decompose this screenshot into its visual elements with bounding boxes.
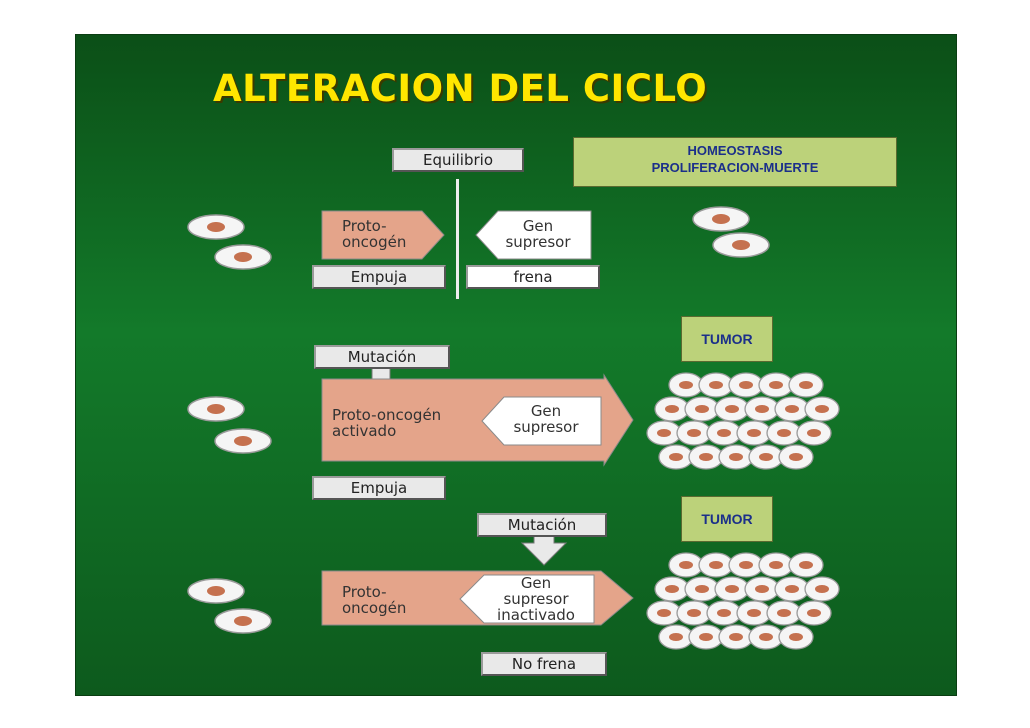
row2-gen-arrow bbox=[481, 396, 602, 446]
tumor-tag-1: TUMOR bbox=[681, 316, 773, 362]
tumor-cell bbox=[688, 624, 724, 650]
tumor-cell bbox=[714, 396, 750, 422]
tumor-cell bbox=[688, 444, 724, 470]
homeostasis-tag: HOMEOSTASIS PROLIFERACION-MUERTE bbox=[573, 137, 897, 187]
tumor-cell bbox=[646, 420, 682, 446]
tumor-cell bbox=[788, 552, 824, 578]
tumor-cell bbox=[758, 552, 794, 578]
row1-empuja-label: Empuja bbox=[312, 265, 446, 289]
row3-no-frena-label: No frena bbox=[481, 652, 607, 676]
page-title: ALTERACION DEL CICLO bbox=[213, 67, 708, 110]
tumor-cell bbox=[796, 600, 832, 626]
row1-normal-cells bbox=[187, 214, 272, 270]
tumor-cell bbox=[788, 372, 824, 398]
row2-normal-cells bbox=[187, 396, 272, 454]
tumor-tag-2: TUMOR bbox=[681, 496, 773, 542]
row2-mutacion-label: Mutación bbox=[314, 345, 450, 369]
homeostasis-line-1: HOMEOSTASIS bbox=[687, 143, 783, 158]
tumor-cell bbox=[744, 576, 780, 602]
tumor-cell bbox=[658, 444, 694, 470]
tumor-cell bbox=[778, 444, 814, 470]
tumor-cell bbox=[744, 396, 780, 422]
tumor-cell bbox=[804, 396, 840, 422]
tumor-cell bbox=[748, 624, 784, 650]
tumor-cell bbox=[706, 600, 742, 626]
tumor-cell bbox=[658, 624, 694, 650]
tumor-label-1: TUMOR bbox=[701, 331, 753, 347]
tumor-cell bbox=[698, 372, 734, 398]
row3-normal-cells bbox=[187, 578, 272, 634]
tumor-cell bbox=[654, 396, 690, 422]
tumor-cell bbox=[668, 372, 704, 398]
row2-empuja-label: Empuja bbox=[312, 476, 446, 500]
tumor-cell bbox=[728, 552, 764, 578]
tumor-cell bbox=[714, 576, 750, 602]
tumor-cell-cluster-1 bbox=[646, 372, 840, 470]
homeostasis-line-2: PROLIFERACION-MUERTE bbox=[651, 160, 819, 175]
tumor-cell bbox=[706, 420, 742, 446]
tumor-cell bbox=[676, 420, 712, 446]
tumor-cell bbox=[736, 600, 772, 626]
tumor-cell bbox=[684, 396, 720, 422]
row3-mutacion-label: Mutación bbox=[477, 513, 607, 537]
tumor-label-2: TUMOR bbox=[701, 511, 753, 527]
tumor-cell-cluster-2 bbox=[646, 552, 840, 650]
tumor-cell bbox=[654, 576, 690, 602]
slide: ALTERACION DEL CICLO HOMEOSTASIS PROLIFE… bbox=[75, 34, 957, 696]
tumor-cell bbox=[778, 624, 814, 650]
tumor-cell bbox=[736, 420, 772, 446]
tumor-cell bbox=[804, 576, 840, 602]
row1-frena-label: frena bbox=[466, 265, 600, 289]
tumor-cell bbox=[758, 372, 794, 398]
diagram-graphics bbox=[187, 179, 840, 650]
row1-homeostasis-cells bbox=[692, 206, 770, 258]
tumor-cell bbox=[796, 420, 832, 446]
tumor-cell bbox=[774, 576, 810, 602]
row1-gen-arrow bbox=[475, 210, 592, 260]
row3-proto-text: Proto-oncogén bbox=[342, 583, 407, 617]
tumor-cell bbox=[766, 600, 802, 626]
equilibrio-label: Equilibrio bbox=[392, 148, 524, 172]
tumor-cell bbox=[774, 396, 810, 422]
tumor-cell bbox=[728, 372, 764, 398]
row3-gen-arrow bbox=[459, 574, 595, 624]
tumor-cell bbox=[684, 576, 720, 602]
tumor-cell bbox=[676, 600, 712, 626]
tumor-cell bbox=[718, 444, 754, 470]
row1-proto-text: Proto-oncogén bbox=[342, 217, 407, 251]
tumor-cell bbox=[668, 552, 704, 578]
tumor-cell bbox=[698, 552, 734, 578]
tumor-cell bbox=[766, 420, 802, 446]
row1-proto-arrow bbox=[321, 210, 445, 260]
tumor-cell bbox=[718, 624, 754, 650]
tumor-cell bbox=[748, 444, 784, 470]
equilibrio-divider bbox=[456, 179, 459, 299]
tumor-cell bbox=[646, 600, 682, 626]
